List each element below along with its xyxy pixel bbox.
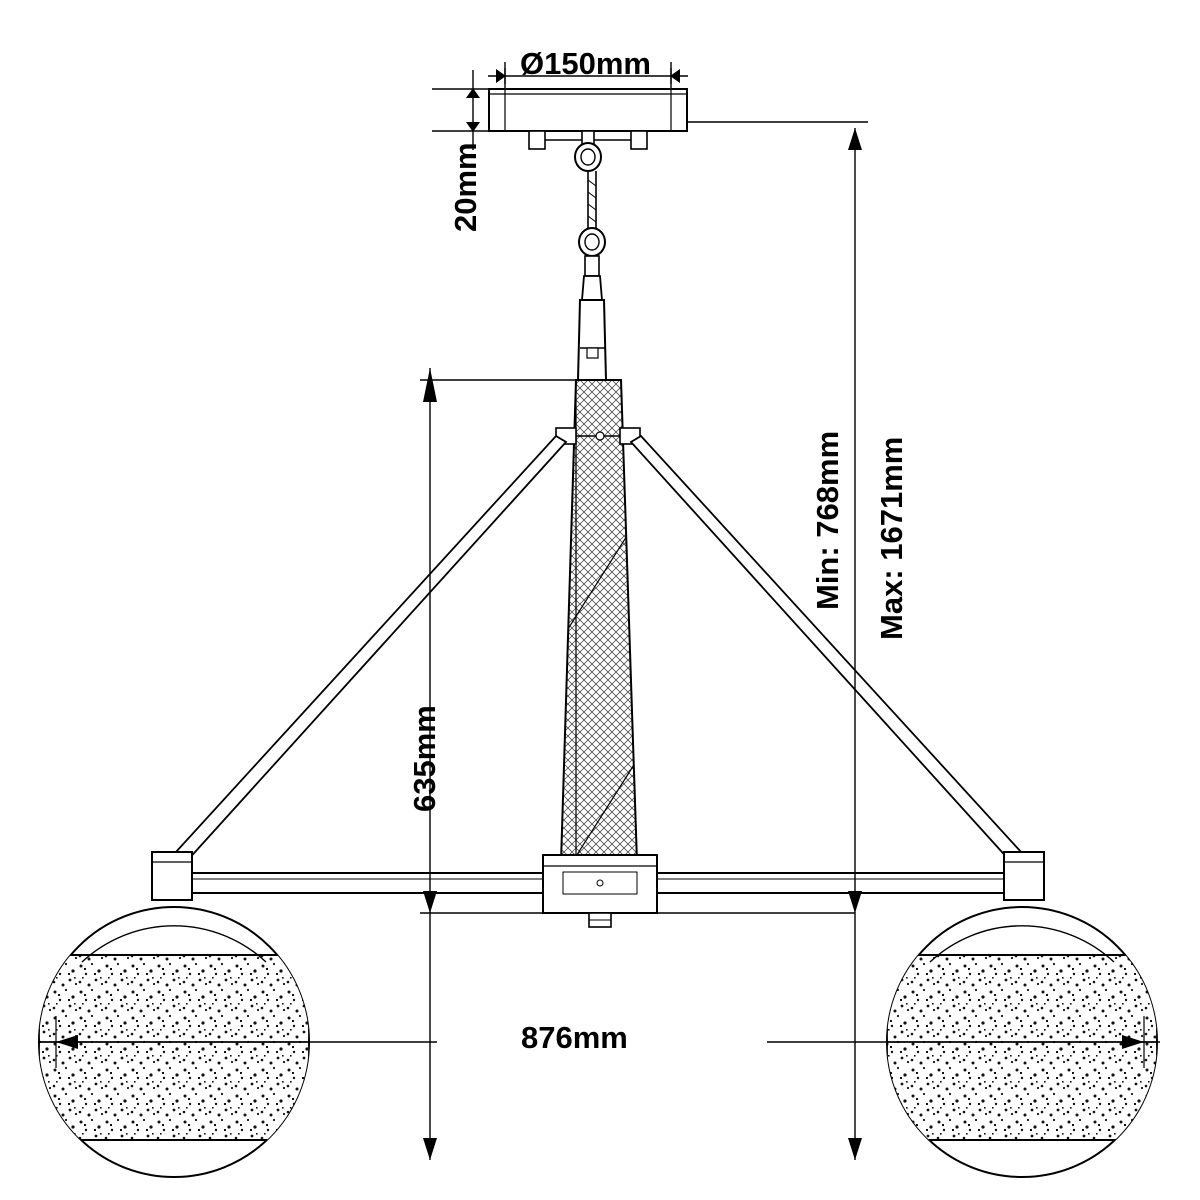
label-drop-max: Max: 1671mm [874,436,909,640]
center-hub-box [542,854,658,928]
label-body-height: 635mm [407,705,442,812]
dimension-drop-max [687,121,868,1160]
dimension-canopy-height [432,70,489,150]
label-drop-min: Min: 768mm [810,430,845,610]
dimension-body-height [420,368,576,1160]
label-overall-width: 876mm [521,1020,628,1055]
dimension-canopy-diameter [488,62,688,89]
diagonal-support-arms [173,434,1024,864]
chain-assembly [574,130,606,301]
dimension-overall-width [40,1016,1160,1068]
dimension-drop-min [657,128,862,914]
left-end-block [151,851,193,901]
upper-stem [576,299,608,381]
mesh-cone-body [559,379,639,863]
right-end-block [1003,851,1045,901]
label-canopy-diameter: Ø150mm [520,46,651,81]
label-canopy-height: 20mm [448,142,483,232]
